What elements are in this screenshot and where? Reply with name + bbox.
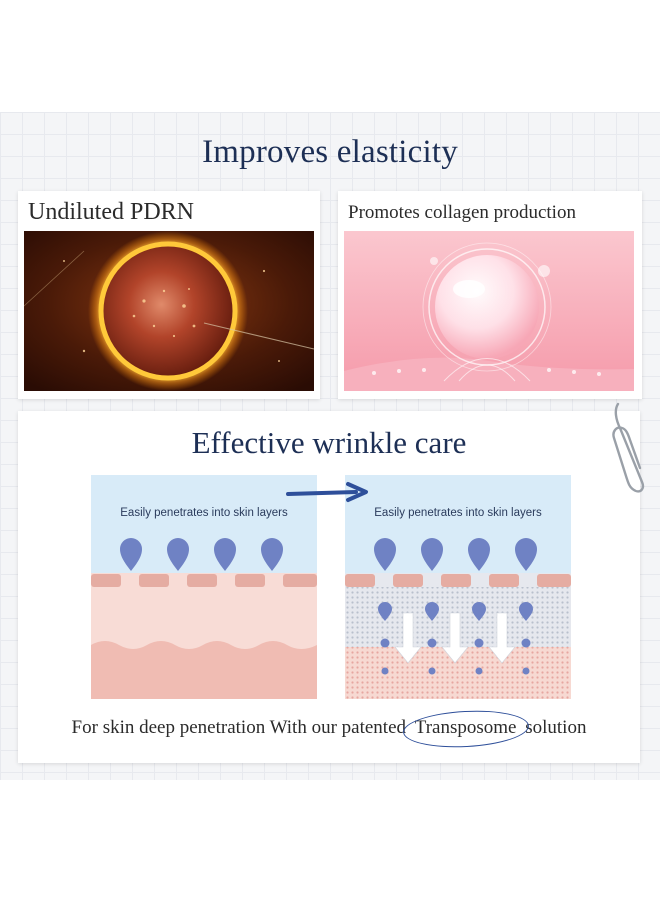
collagen-card: Promotes collagen production — [338, 191, 642, 399]
caption: For skin deep penetration With our paten… — [18, 707, 640, 751]
collagen-bubble-image — [344, 231, 634, 391]
collagen-card-title: Promotes collagen production — [348, 202, 576, 223]
caption-text-after: solution — [525, 717, 587, 738]
paperclip-icon — [612, 402, 645, 493]
arrow-right-icon — [286, 482, 368, 502]
skin-diagram-after: Easily penetrates into skin layers — [345, 475, 571, 699]
pdrn-sphere-image — [24, 231, 314, 391]
wrinkle-care-title: Effective wrinkle care — [191, 425, 467, 460]
after-label: Easily penetrates into skin layers — [374, 507, 542, 519]
pdrn-card-title: Undiluted PDRN — [28, 199, 195, 225]
caption-highlight: Transposome — [401, 707, 530, 751]
page-title: Improves elasticity — [202, 134, 458, 170]
caption-text-before: For skin deep penetration With our paten… — [71, 717, 407, 738]
pdrn-card: Undiluted PDRN — [18, 191, 320, 399]
before-label: Easily penetrates into skin layers — [120, 507, 288, 519]
caption-highlight-text: Transposome — [414, 717, 517, 738]
wrinkle-care-card: Effective wrinkle care Easily penetrates… — [18, 411, 640, 763]
skin-diagram-before: Easily penetrates into skin layers — [91, 475, 317, 699]
